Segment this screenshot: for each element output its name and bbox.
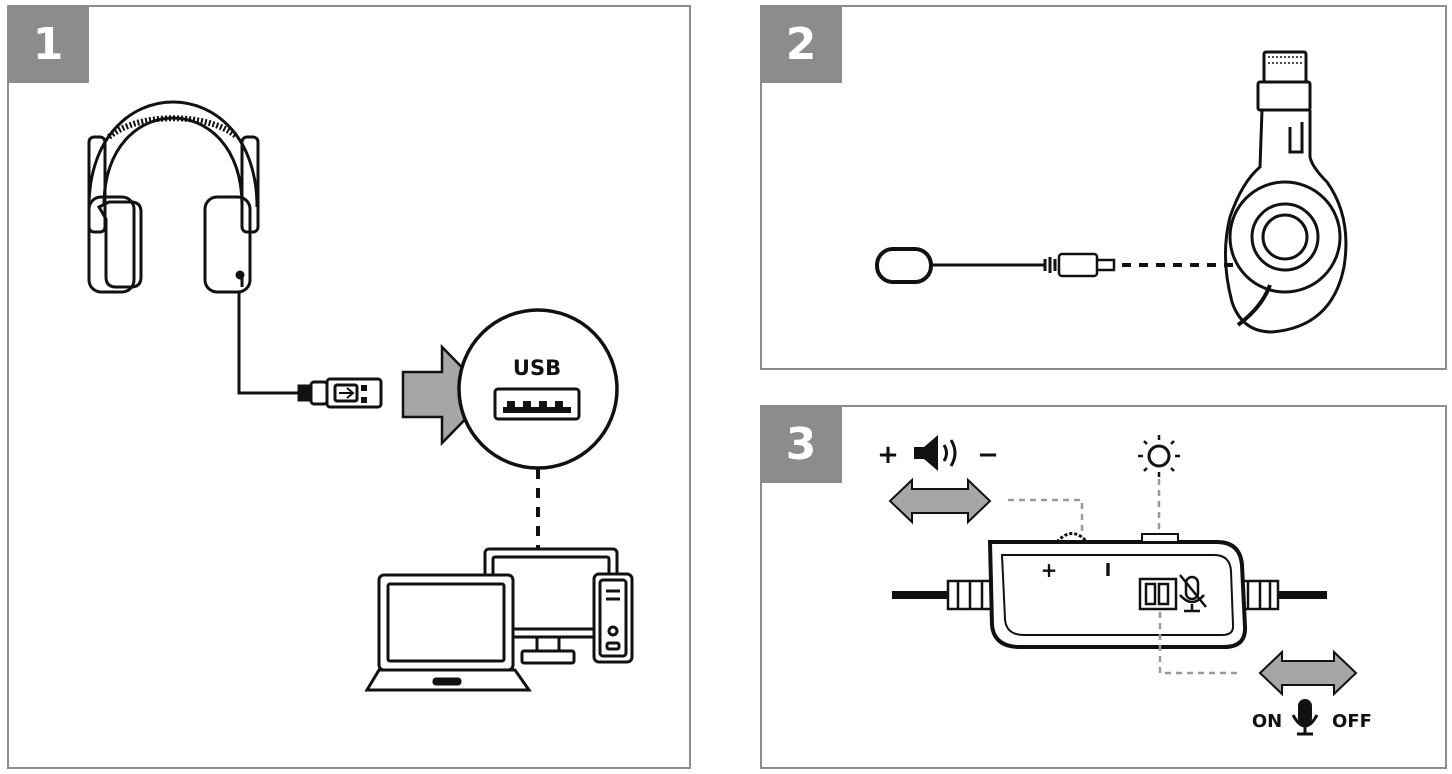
volume-minus-label: − bbox=[977, 440, 999, 470]
led-light-icon bbox=[1138, 435, 1180, 477]
usb-cable bbox=[237, 292, 299, 395]
usb-plug-icon bbox=[297, 377, 383, 409]
microphone-boom-icon bbox=[875, 247, 1045, 284]
laptop-icon bbox=[364, 573, 532, 692]
speaker-icon bbox=[914, 435, 957, 471]
dial-plus-label: + bbox=[1041, 558, 1058, 582]
mic-mute-icon bbox=[1179, 574, 1207, 613]
step-2-number: 2 bbox=[760, 5, 842, 83]
headphones-icon bbox=[87, 100, 260, 294]
inline-remote-icon bbox=[987, 532, 1248, 649]
mute-switch bbox=[1138, 577, 1178, 611]
usb-label: USB bbox=[513, 356, 561, 380]
step-2-illustration bbox=[875, 50, 1348, 334]
dial-minus-label: I bbox=[1105, 560, 1112, 581]
volume-leader-line bbox=[1008, 498, 1084, 537]
mic-off-label: OFF bbox=[1332, 711, 1372, 732]
audio-jack-icon bbox=[1043, 252, 1116, 278]
step-1-panel: 1 USB bbox=[7, 5, 691, 769]
mic-arrow bbox=[1258, 649, 1358, 697]
headphones-icon bbox=[1224, 50, 1348, 334]
mic-leader-line bbox=[1158, 612, 1240, 675]
microphone-icon bbox=[1291, 699, 1319, 736]
mic-on-label: ON bbox=[1252, 711, 1282, 732]
step-3-illustration: + − + I bbox=[877, 435, 1372, 736]
step-1-illustration: USB bbox=[87, 100, 634, 692]
usb-port-icon bbox=[493, 387, 581, 421]
tower-pc-icon bbox=[592, 572, 634, 664]
monitor-icon bbox=[483, 547, 619, 665]
volume-arrow bbox=[888, 477, 992, 525]
step-2-panel: 2 bbox=[760, 5, 1447, 370]
step-3-panel: 3 + − + I bbox=[760, 405, 1447, 769]
step-3-number: 3 bbox=[760, 405, 842, 483]
volume-plus-label: + bbox=[877, 440, 899, 470]
step-1-number: 1 bbox=[7, 5, 89, 83]
cable-strain-relief bbox=[946, 579, 1280, 611]
